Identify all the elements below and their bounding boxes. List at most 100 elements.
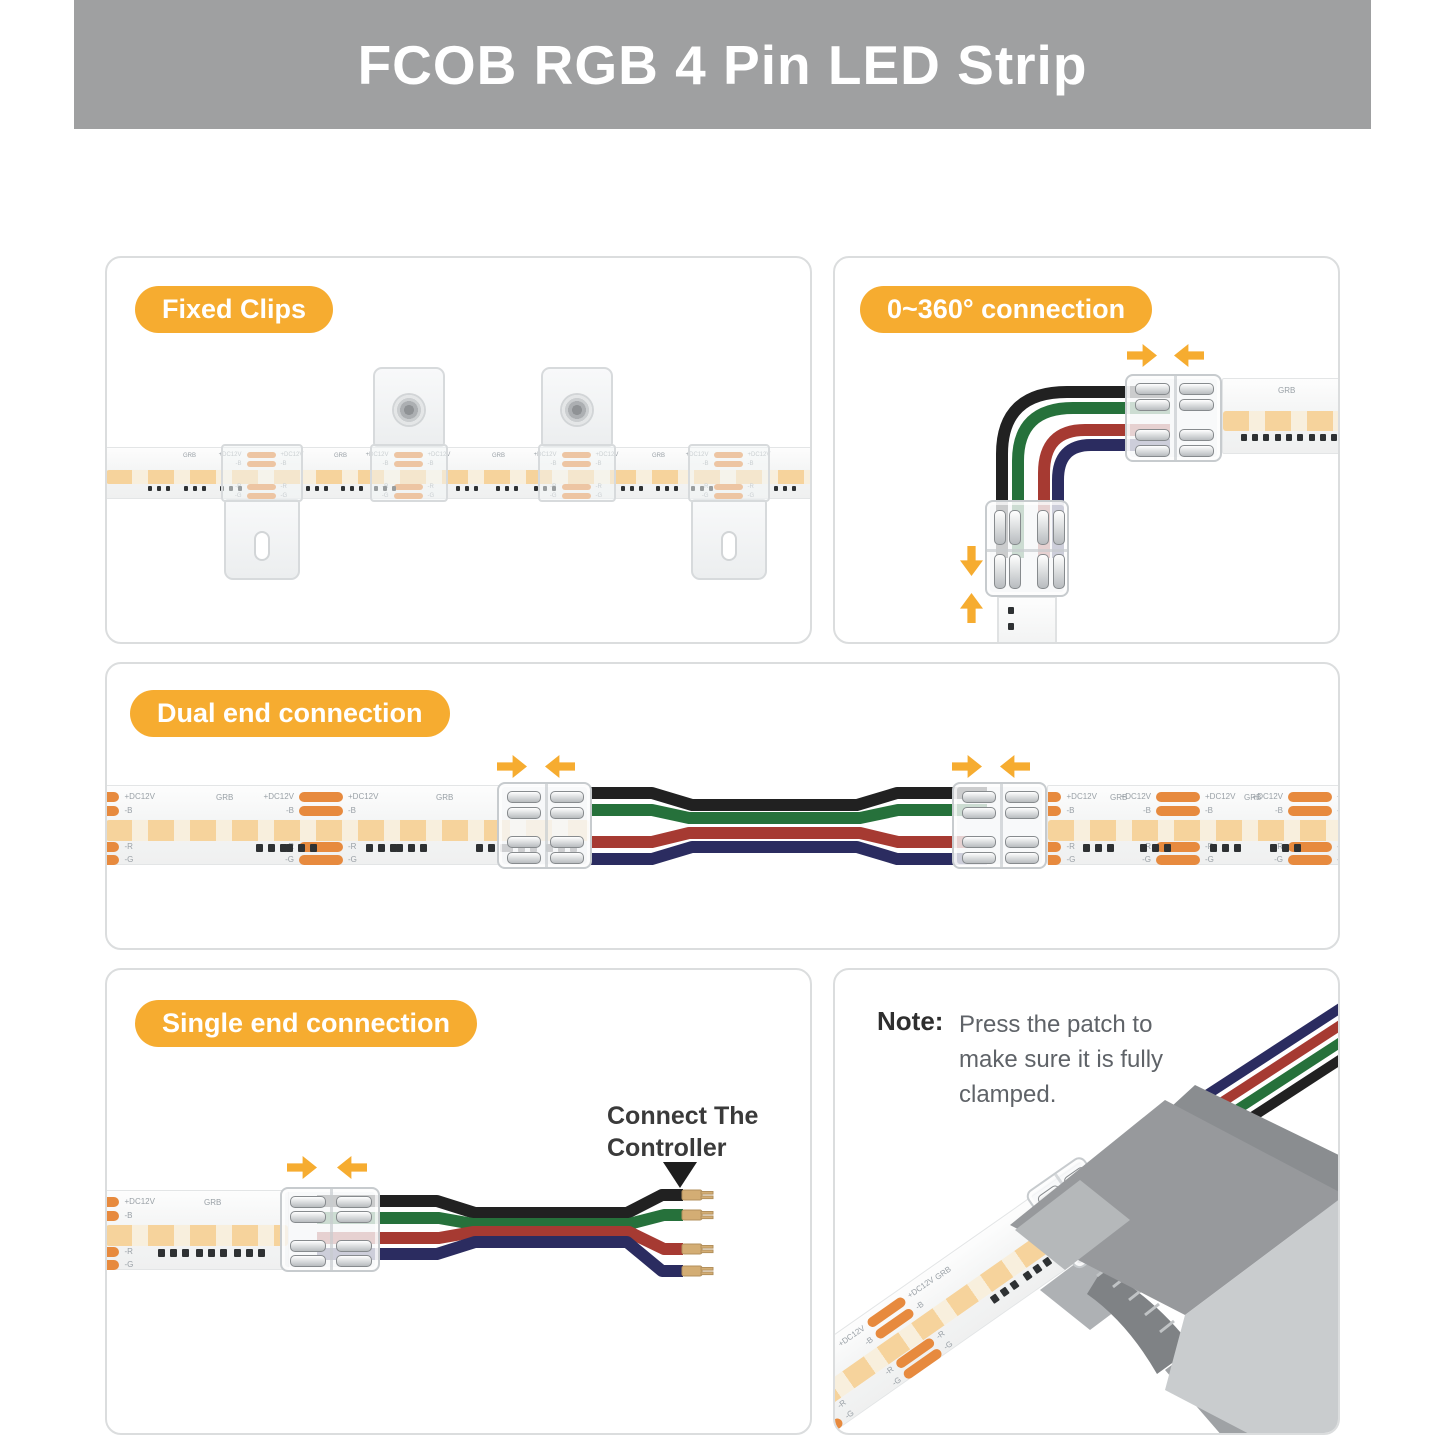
strip-marking: -R (124, 1247, 133, 1256)
connector-contact (336, 1196, 372, 1208)
cob-light-band (107, 820, 589, 841)
strip-marking: GRB (334, 453, 348, 459)
strip-marking: +DC12V (124, 1197, 155, 1206)
chip-dot (350, 486, 354, 491)
strip-marking: -R (1337, 842, 1340, 851)
strip-connector (497, 782, 592, 869)
solder-pad (107, 1247, 119, 1257)
mounting-clip-up (370, 367, 448, 502)
led-chip-dots (286, 844, 317, 852)
chip-dot (1083, 844, 1090, 852)
strip-marking: -B (1337, 806, 1340, 815)
chip-dot (1270, 844, 1277, 852)
cob-light-band (1048, 820, 1338, 841)
solder-pad (299, 806, 343, 816)
mounting-clip-down (688, 444, 770, 583)
led-chip-dots (621, 486, 643, 491)
chip-dot (774, 486, 778, 491)
strip-marking: +DC12V (1120, 792, 1151, 801)
solder-pad (1048, 806, 1061, 816)
chip-dot (621, 486, 625, 491)
clip-screw-slot (254, 531, 270, 561)
strip-marking: -G (1274, 855, 1283, 864)
solder-pad (1288, 806, 1332, 816)
chip-dot (1282, 844, 1289, 852)
connector-contact (507, 807, 541, 819)
strip-marking: -B (1205, 806, 1213, 815)
strip-marking: -B (1275, 806, 1283, 815)
connector-contact (1009, 510, 1021, 545)
strip-marking: -G (124, 1260, 134, 1269)
solder-pad (107, 792, 119, 802)
connector-contact (336, 1240, 372, 1252)
led-chip-dots (1270, 844, 1301, 852)
solder-pad (1156, 792, 1200, 802)
solder-pad (1048, 792, 1061, 802)
connector-contact (1135, 429, 1170, 441)
chip-dot (1164, 844, 1171, 852)
connector-contact (550, 791, 584, 803)
rotation-label: 0~360° connection (860, 286, 1153, 333)
chip-dot (505, 486, 509, 491)
strip-marking: GRB (492, 453, 506, 459)
led-chip-dots (366, 844, 397, 852)
chip-dot (783, 486, 787, 491)
led-strip: GRB (1222, 378, 1338, 454)
led-chip-dots (306, 486, 328, 491)
clip-screw-slot (721, 531, 737, 561)
connector-contact (962, 836, 996, 848)
clip-plate (224, 499, 300, 580)
strip-marking: -R (348, 842, 357, 851)
chip-dot (220, 1249, 227, 1257)
strip-connector (952, 782, 1047, 869)
connector-contact (962, 807, 996, 819)
connector-contact (1179, 399, 1214, 411)
chip-dot (1140, 844, 1147, 852)
connector-contact (1179, 445, 1214, 457)
led-chip-dots (234, 1249, 265, 1257)
chip-dot (1294, 844, 1301, 852)
chip-dot (1241, 434, 1247, 441)
chip-dot (324, 486, 328, 491)
strip-marking: -B (124, 806, 133, 815)
connector-contact (1037, 510, 1049, 545)
note-label: Note: (877, 1006, 944, 1036)
connector-contact (1005, 852, 1039, 864)
strip-marking: GRB (1244, 793, 1262, 802)
panel-note: Note: Press the patch to make sure it is… (833, 968, 1340, 1435)
solder-pad (1288, 855, 1332, 865)
mounting-clip-up (538, 367, 616, 502)
chip-dot (182, 1249, 189, 1257)
strip-marking: -B (124, 1211, 133, 1220)
connector-contact (1037, 554, 1049, 589)
strip-marking: -R (124, 842, 133, 851)
clip-screw (394, 395, 424, 425)
connector-seam (330, 1189, 333, 1270)
connector-seam (545, 784, 548, 867)
strip-marking: -G (1337, 855, 1340, 864)
connector-seam (987, 549, 1067, 552)
chip-dot (514, 486, 518, 491)
header-banner: FCOB RGB 4 Pin LED Strip (74, 0, 1371, 129)
chip-dot (456, 486, 460, 491)
chip-dot (208, 1249, 215, 1257)
connector-contact (1179, 383, 1214, 395)
chip-dot (1008, 607, 1014, 614)
chip-dot (474, 486, 478, 491)
strip-marking: +DC12V (124, 792, 155, 801)
chip-dot (286, 844, 293, 852)
solder-pad (1048, 855, 1061, 865)
chip-dot (202, 486, 206, 491)
connector-contact (1005, 791, 1039, 803)
chip-dot (196, 1249, 203, 1257)
chip-dot (341, 486, 345, 491)
led-chip-dots (158, 1249, 189, 1257)
chip-dot (256, 844, 263, 852)
connector-seam (1174, 376, 1177, 460)
strip-marking: GRB (216, 793, 234, 802)
chip-dot (184, 486, 188, 491)
strip-marking: GRB (1110, 793, 1128, 802)
pointer-triangle-icon (663, 1162, 697, 1188)
